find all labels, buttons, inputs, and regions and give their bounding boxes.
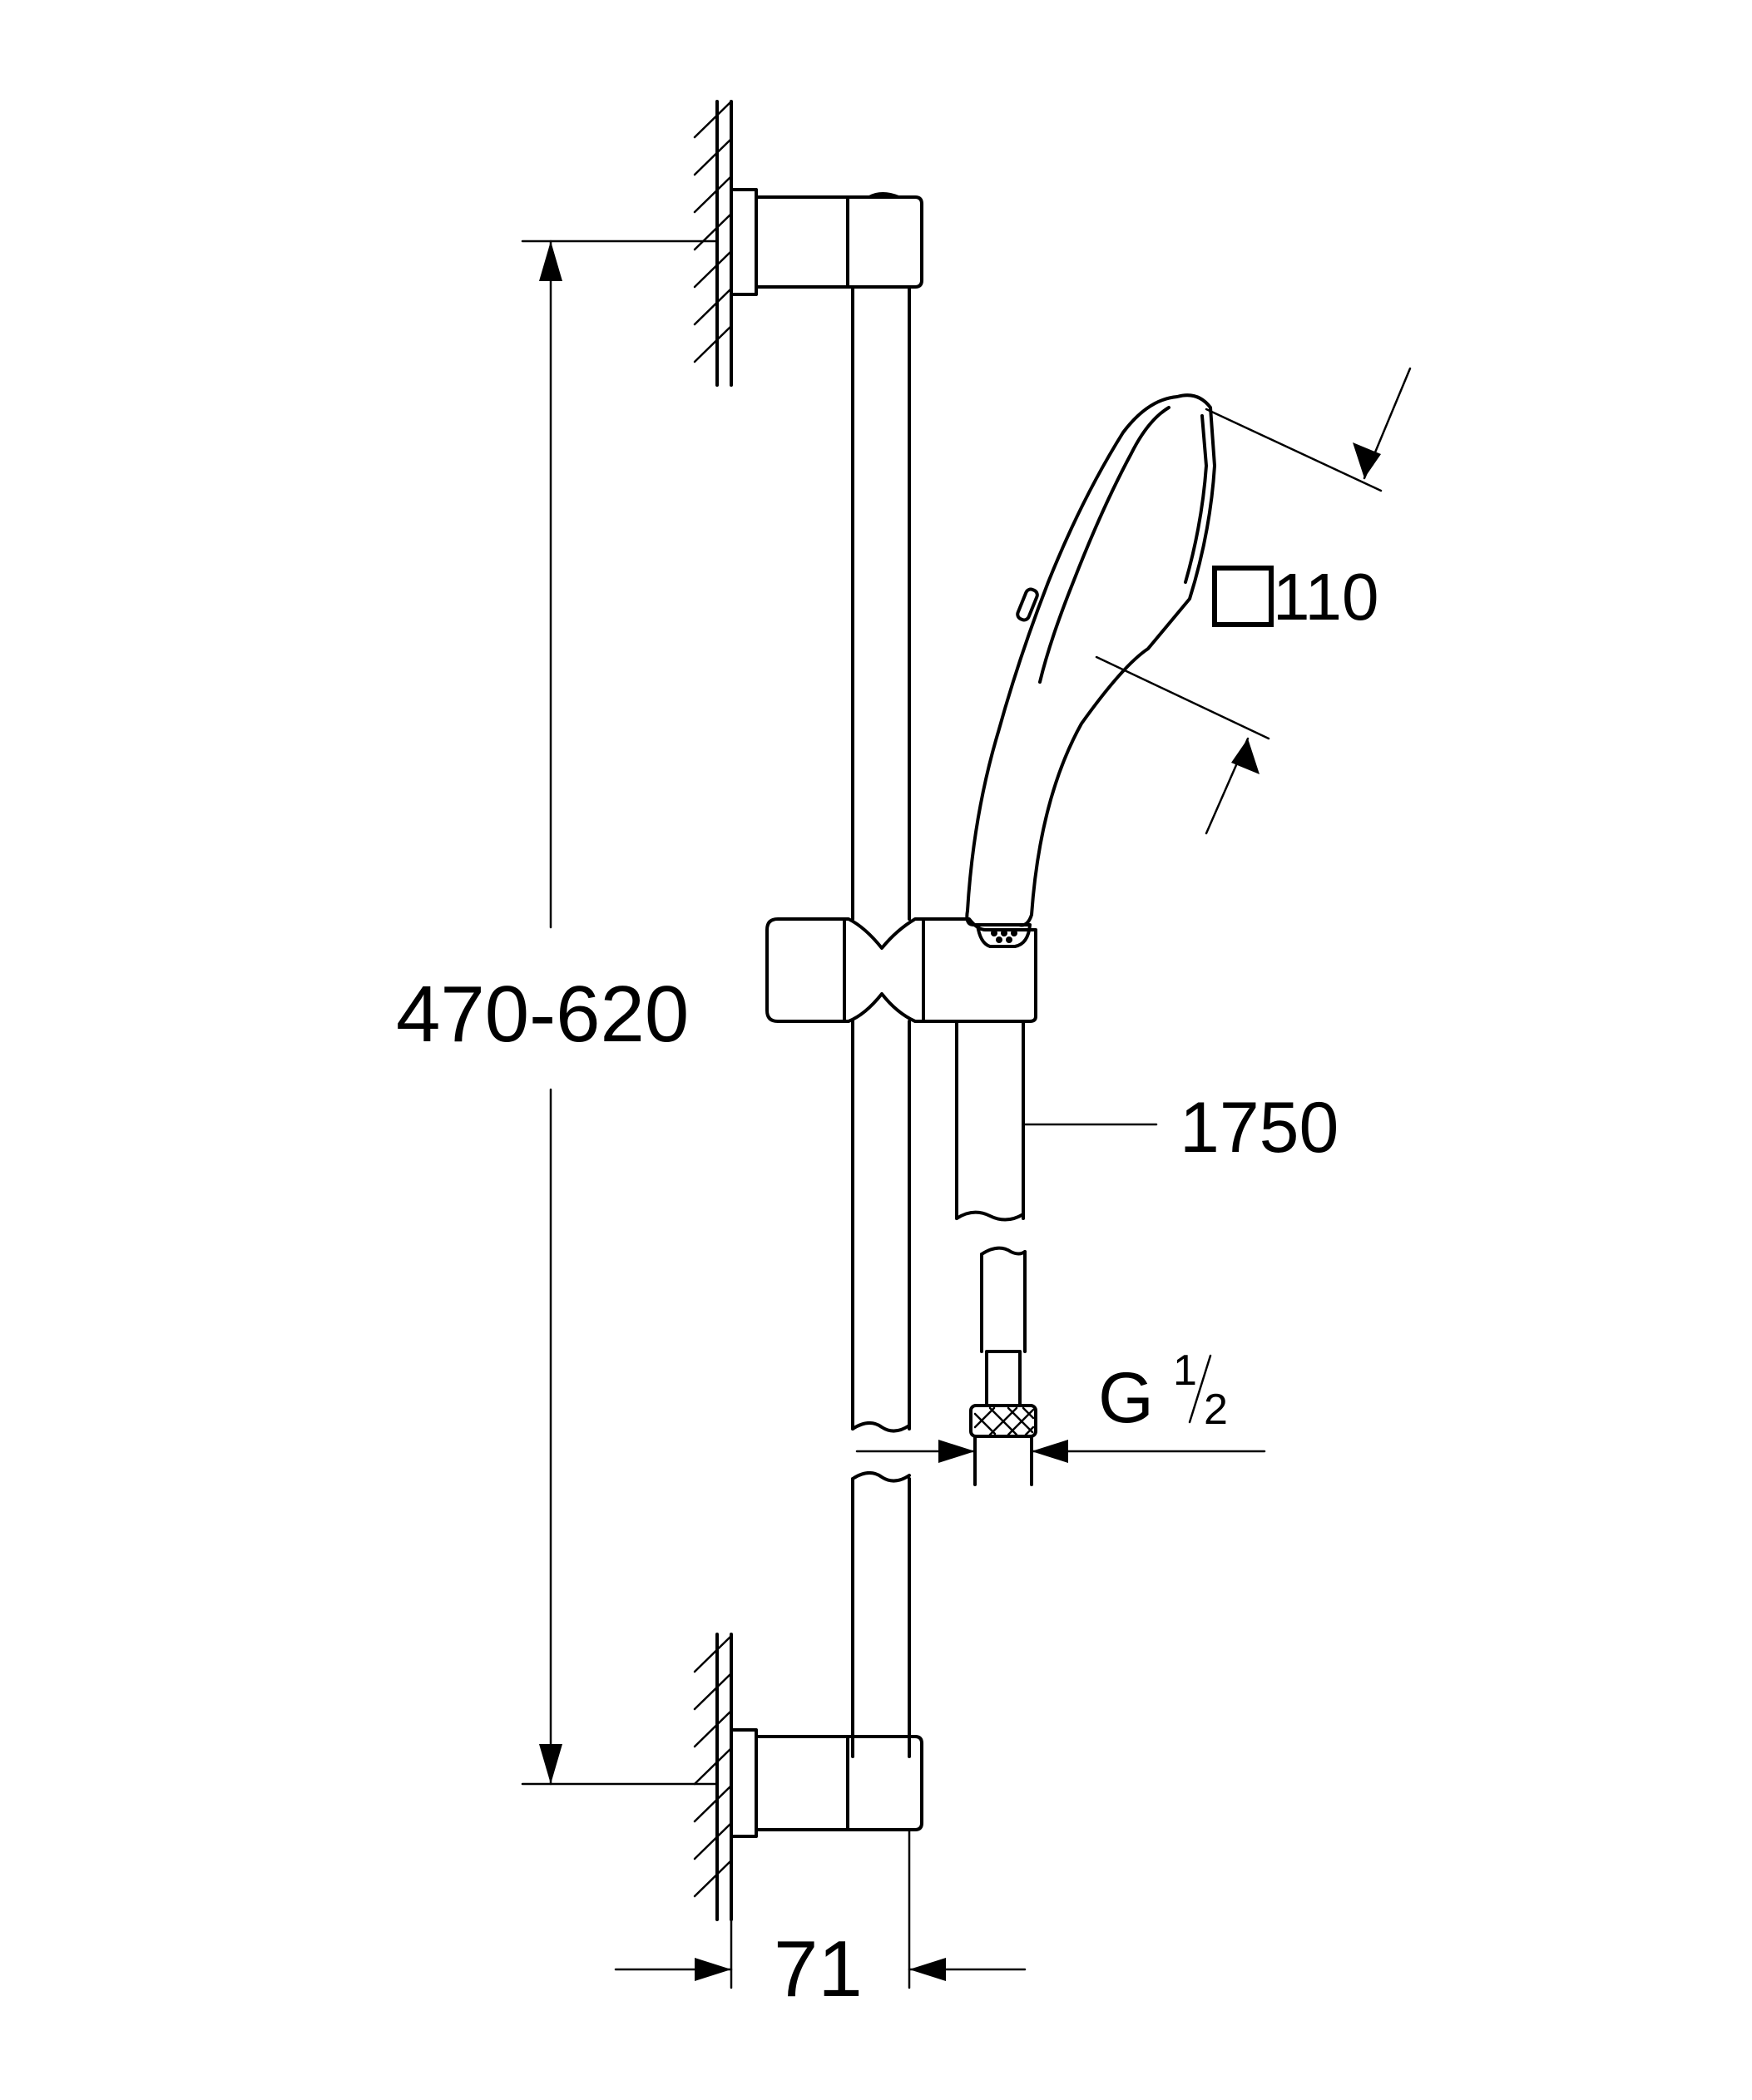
thread-denominator: 2	[1204, 1386, 1228, 1434]
hose-length-label: 1750	[1180, 1088, 1339, 1168]
square-outline-icon	[1212, 566, 1274, 627]
slider-holder	[765, 917, 1037, 1222]
wall-offset-label: 71	[774, 1925, 863, 2014]
top-bracket	[730, 188, 923, 296]
height-dimension	[521, 240, 719, 1786]
spray-face-size-label: 110	[1273, 560, 1379, 634]
spray-face-dimension	[1095, 367, 1412, 835]
thread-letter-label: G	[1098, 1358, 1154, 1438]
top-wall-hatching	[693, 100, 733, 387]
hose	[969, 1246, 1037, 1486]
bottom-wall-hatching	[693, 1633, 733, 1921]
thread-numerator: 1	[1173, 1346, 1197, 1395]
hand-shower	[965, 393, 1216, 948]
bottom-bracket	[730, 1728, 923, 1838]
shower-rail	[851, 285, 911, 1758]
height-range-label: 470-620	[396, 970, 689, 1059]
thread-dimension	[855, 1440, 1266, 1463]
thread-fraction-slash	[1188, 1354, 1212, 1424]
wall-offset-dimension	[614, 1828, 1027, 1989]
